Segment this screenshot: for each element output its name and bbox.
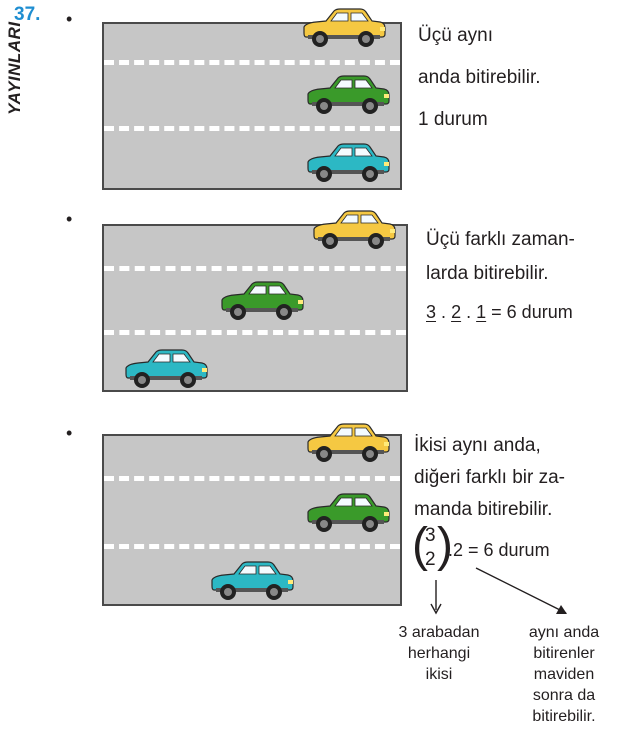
lane-divider (104, 476, 400, 481)
case3-formula: .2 = 6 durum (448, 540, 550, 560)
case1-text-line1: Üçü aynı (418, 25, 493, 46)
formula-factor-2: 2 (451, 302, 462, 322)
question-number: 37. (14, 4, 41, 25)
bullet: • (66, 209, 73, 229)
right-paren: ) (437, 519, 453, 572)
lane-divider (104, 126, 400, 131)
case1-text-line3: 1 durum (418, 109, 488, 130)
publisher-side-label: YAYINLARI (5, 21, 24, 115)
binomial-coefficient: ( 3 2 ) (412, 519, 453, 576)
blue-car (125, 349, 208, 389)
green-car (307, 75, 390, 115)
formula-factor-3: 3 (426, 302, 437, 322)
bullet: • (66, 9, 73, 29)
lane-divider (104, 60, 400, 65)
blue-car (211, 561, 294, 601)
formula-factor-1: 1 (476, 302, 487, 322)
yellow-car (307, 423, 390, 463)
yellow-car (313, 210, 396, 250)
case2-text-line1: Üçü farklı zaman- (426, 229, 575, 250)
note-left: 3 arabadan herhangi ikisi (398, 624, 480, 683)
case2-text-line2: larda bitirebilir. (426, 263, 549, 284)
lane-divider (104, 266, 406, 271)
lane-divider (104, 544, 400, 549)
road-diagram-2 (102, 210, 408, 392)
bullet: • (66, 423, 73, 443)
road-diagram-3 (102, 423, 402, 606)
formula-result: = 6 durum (491, 302, 573, 322)
yellow-car (303, 8, 386, 48)
case3-text-line1: İkisi aynı anda, (414, 435, 541, 456)
case3-text-line2: diğeri farklı bir za- (414, 467, 565, 488)
binomial-bottom: 2 (425, 549, 436, 570)
left-paren: ( (412, 519, 428, 572)
road-diagram-1 (102, 8, 402, 190)
case3-text-line3: manda bitirebilir. (414, 499, 553, 520)
green-car (307, 493, 390, 533)
case1-text-line2: anda bitirebilir. (418, 67, 541, 88)
note-right: aynı anda bitirenler maviden sonra da bi… (528, 624, 600, 725)
lane-divider (104, 330, 406, 335)
green-car (221, 281, 304, 321)
binomial-top: 3 (425, 525, 436, 546)
case2-formula: 3 . 2 . 1 = 6 durum (426, 302, 573, 322)
blue-car (307, 143, 390, 183)
